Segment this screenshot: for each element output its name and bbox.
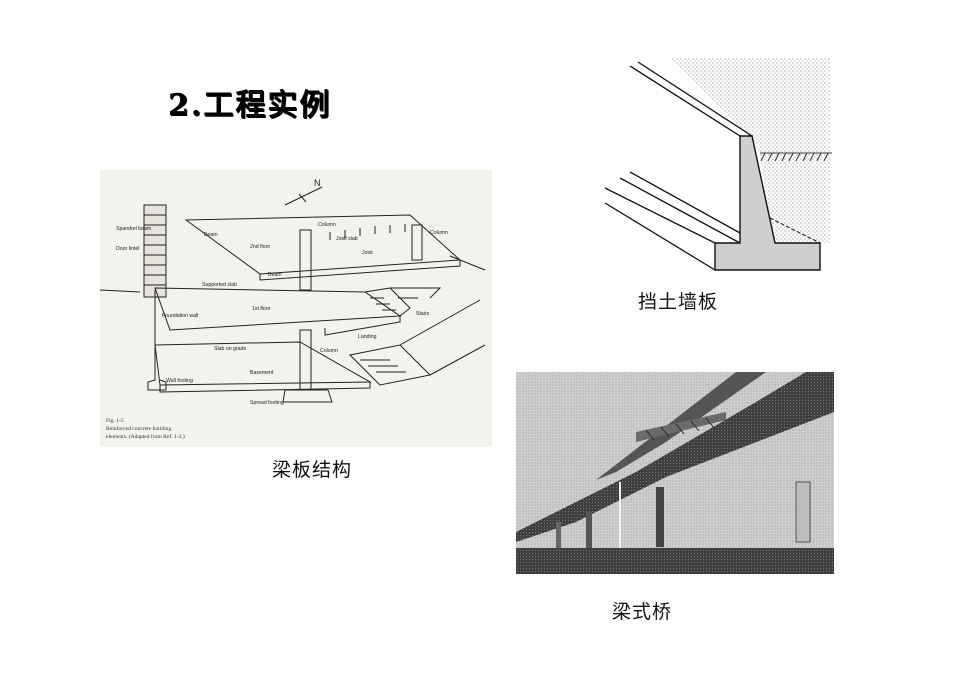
figure-caption-line1: Reinforced concrete building xyxy=(106,425,171,432)
label-supported-slab: Supported slab xyxy=(202,282,237,288)
caption-beam-bridge: 梁式桥 xyxy=(612,601,673,623)
label-basement: Basement xyxy=(250,370,274,376)
label-column-right: Column xyxy=(430,230,448,236)
north-arrow-label: N xyxy=(314,178,321,188)
building-structure-drawing: Spandrel beam Door lintel Beam Column Jo… xyxy=(100,178,486,440)
label-foundation-wall: Foundation wall xyxy=(162,313,198,319)
label-beam-top: Beam xyxy=(204,232,218,238)
building-structure-figure: Spandrel beam Door lintel Beam Column Jo… xyxy=(100,170,492,447)
figure-caption-line2: elements. (Adapted from Ref. 1-2.) xyxy=(106,433,185,440)
label-column-top: Column xyxy=(318,222,336,228)
figure-number: Fig. 1-5 xyxy=(106,418,124,424)
label-joist-slab: Joist slab xyxy=(336,236,358,242)
beam-bridge-image xyxy=(516,372,834,574)
label-beam-mid: Beam xyxy=(268,272,282,278)
label-slab-on-grade: Slab on grade xyxy=(214,346,246,352)
label-second-floor: 2nd floor xyxy=(250,244,270,250)
caption-beam-slab: 梁板结构 xyxy=(272,459,353,481)
slide-title: 2.工程实例 xyxy=(168,88,332,123)
label-spandrel-beam: Spandrel beam xyxy=(116,226,151,232)
label-door-lintel: Door lintel xyxy=(116,246,139,252)
caption-retaining-wall: 挡土墙板 xyxy=(638,291,719,313)
label-stairs: Stairs xyxy=(416,311,430,317)
label-landing: Landing xyxy=(358,334,377,340)
label-first-floor: 1st floor xyxy=(252,306,271,312)
label-column-low: Column xyxy=(320,348,338,354)
label-spread-footing: Spread footing xyxy=(250,400,284,406)
beam-bridge-photo xyxy=(516,372,834,574)
label-wall-footing: Wall footing xyxy=(166,378,193,384)
retaining-wall-figure xyxy=(600,58,840,278)
label-joist: Joist xyxy=(362,250,373,256)
retaining-wall-drawing xyxy=(604,58,832,271)
